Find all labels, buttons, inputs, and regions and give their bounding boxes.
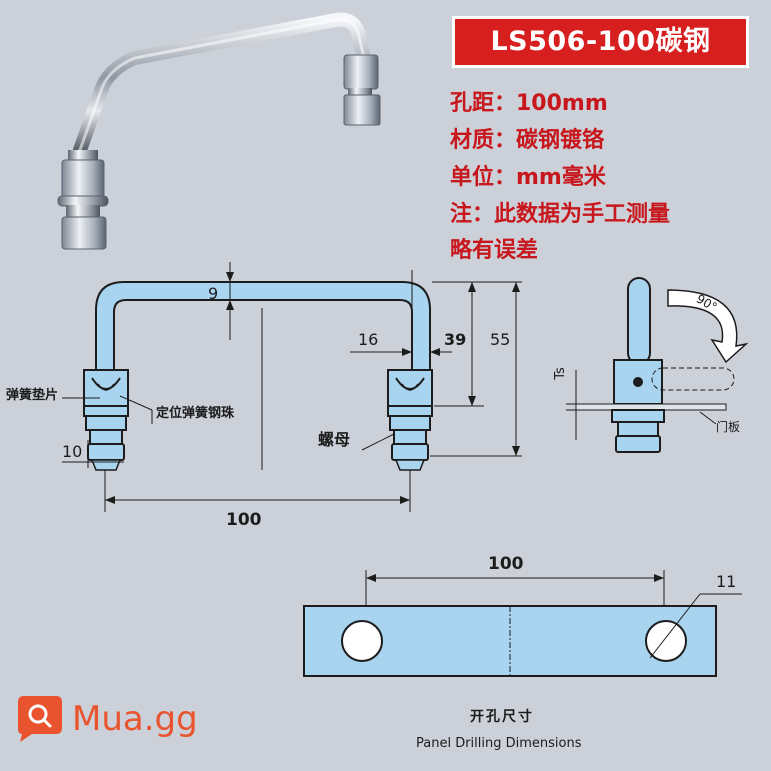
watermark: Mua.gg <box>12 692 198 746</box>
label-ts: Ts <box>552 367 568 380</box>
dim-leg-height: 39 <box>444 330 467 349</box>
panel-caption-en: Panel Drilling Dimensions <box>416 736 582 751</box>
handle-body <box>95 281 431 379</box>
panel-dim-hole-distance: 100 <box>488 554 524 574</box>
product-title: LS506-100碳钢 <box>452 16 749 68</box>
panel-caption-cn: 开孔尺寸 <box>470 709 534 725</box>
label-positioning-ball: 定位弹簧钢珠 <box>156 406 235 421</box>
dim-leg-width: 16 <box>358 330 379 349</box>
label-nut: 螺母 <box>318 430 351 449</box>
spec-note: 注：此数据为手工测量 <box>450 202 671 227</box>
watermark-text: Mua.gg <box>72 699 198 739</box>
label-spring-washer: 弹簧垫片 <box>6 388 59 403</box>
spec-note-tolerance: 略有误差 <box>450 238 539 263</box>
spec-material: 材质：碳钢镀铬 <box>450 128 605 153</box>
spec-unit: 单位：mm毫米 <box>450 165 606 190</box>
dim-hole-distance: 100 <box>226 510 262 530</box>
magnifier-logo-icon <box>18 696 62 742</box>
spec-hole-distance: 孔距：100mm <box>450 91 608 116</box>
dim-nut-width: 10 <box>62 442 83 461</box>
dim-bar-thickness: 9 <box>208 284 219 303</box>
panel-dim-hole-diameter: 11 <box>716 572 737 591</box>
label-door-panel: 门板 <box>716 420 741 434</box>
dim-total-height: 55 <box>490 330 511 349</box>
